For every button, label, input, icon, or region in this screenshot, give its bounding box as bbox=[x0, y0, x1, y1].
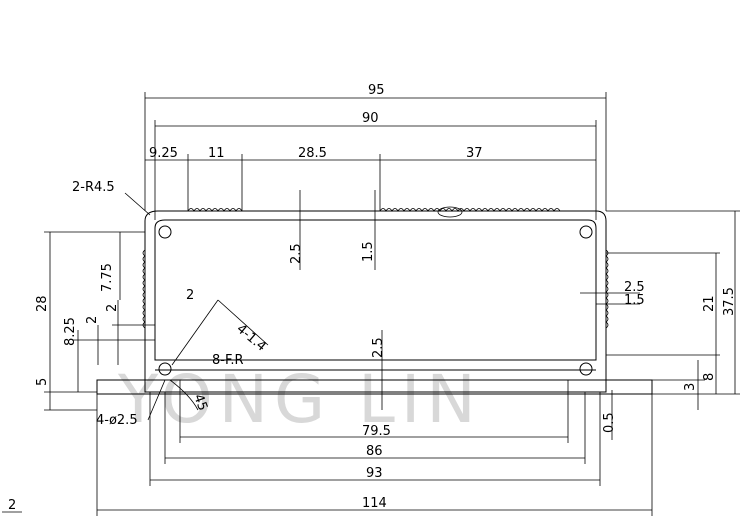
dim-37: 37 bbox=[466, 146, 483, 161]
dim-37-5: 37.5 bbox=[722, 287, 737, 316]
top-mark-ellipse bbox=[437, 206, 463, 218]
dim-4-1-4: 4-1.4 bbox=[233, 322, 268, 355]
dim-3: 3 bbox=[683, 383, 698, 391]
dim-8-fr: 8-F.R bbox=[212, 353, 244, 368]
dim-1-5-right: 1.5 bbox=[624, 293, 645, 308]
dim-2-5-base: 2.5 bbox=[371, 337, 386, 358]
dim-114: 114 bbox=[362, 496, 387, 511]
top-fins-left bbox=[187, 208, 243, 212]
dim-93: 93 bbox=[366, 466, 383, 481]
inner-cavity bbox=[154, 219, 597, 361]
dim-corner-2: 2 bbox=[8, 498, 16, 513]
dim-95: 95 bbox=[368, 83, 385, 98]
dim-28: 28 bbox=[35, 295, 50, 312]
dim-90: 90 bbox=[362, 111, 379, 126]
bottom-plate bbox=[96, 379, 653, 395]
dimension-lines bbox=[2, 92, 740, 516]
dimension-labels: 95 90 9.25 11 28.5 37 2-R4.5 28 7.75 8.2… bbox=[8, 83, 737, 513]
top-fins-right bbox=[379, 208, 561, 212]
outer-shell bbox=[144, 210, 607, 393]
dim-45-angle: 45 bbox=[190, 392, 210, 413]
screw-boss-br bbox=[579, 362, 593, 376]
screw-boss-bl bbox=[158, 362, 172, 376]
dim-8-25: 8.25 bbox=[63, 317, 78, 346]
dim-86: 86 bbox=[366, 444, 383, 459]
dim-0-5: 0.5 bbox=[602, 412, 617, 433]
left-fins bbox=[142, 249, 146, 329]
screw-boss-tl bbox=[158, 225, 172, 239]
dim-2-r4-5: 2-R4.5 bbox=[72, 180, 115, 195]
dim-2-5-top: 2.5 bbox=[289, 243, 304, 264]
dim-2-5-right: 2.5 bbox=[624, 280, 645, 295]
dim-5: 5 bbox=[35, 378, 50, 386]
dim-2-mid: 2 bbox=[186, 288, 194, 303]
watermark-text: YONG LIN bbox=[117, 361, 482, 438]
dim-2-b: 2 bbox=[105, 304, 120, 312]
right-fins bbox=[605, 249, 609, 329]
dim-1-5-top: 1.5 bbox=[361, 241, 376, 262]
screw-boss-tr bbox=[579, 225, 593, 239]
profile-outline bbox=[96, 206, 653, 395]
dim-21: 21 bbox=[702, 295, 717, 312]
dim-7-75: 7.75 bbox=[100, 263, 115, 292]
dim-11: 11 bbox=[208, 146, 225, 161]
dim-79-5: 79.5 bbox=[362, 424, 391, 439]
dim-2-a: 2 bbox=[85, 316, 100, 324]
dim-8: 8 bbox=[702, 373, 717, 381]
dim-9-25: 9.25 bbox=[149, 146, 178, 161]
dim-28-5: 28.5 bbox=[298, 146, 327, 161]
dim-4-phi-2-5: 4-ø2.5 bbox=[96, 413, 138, 428]
